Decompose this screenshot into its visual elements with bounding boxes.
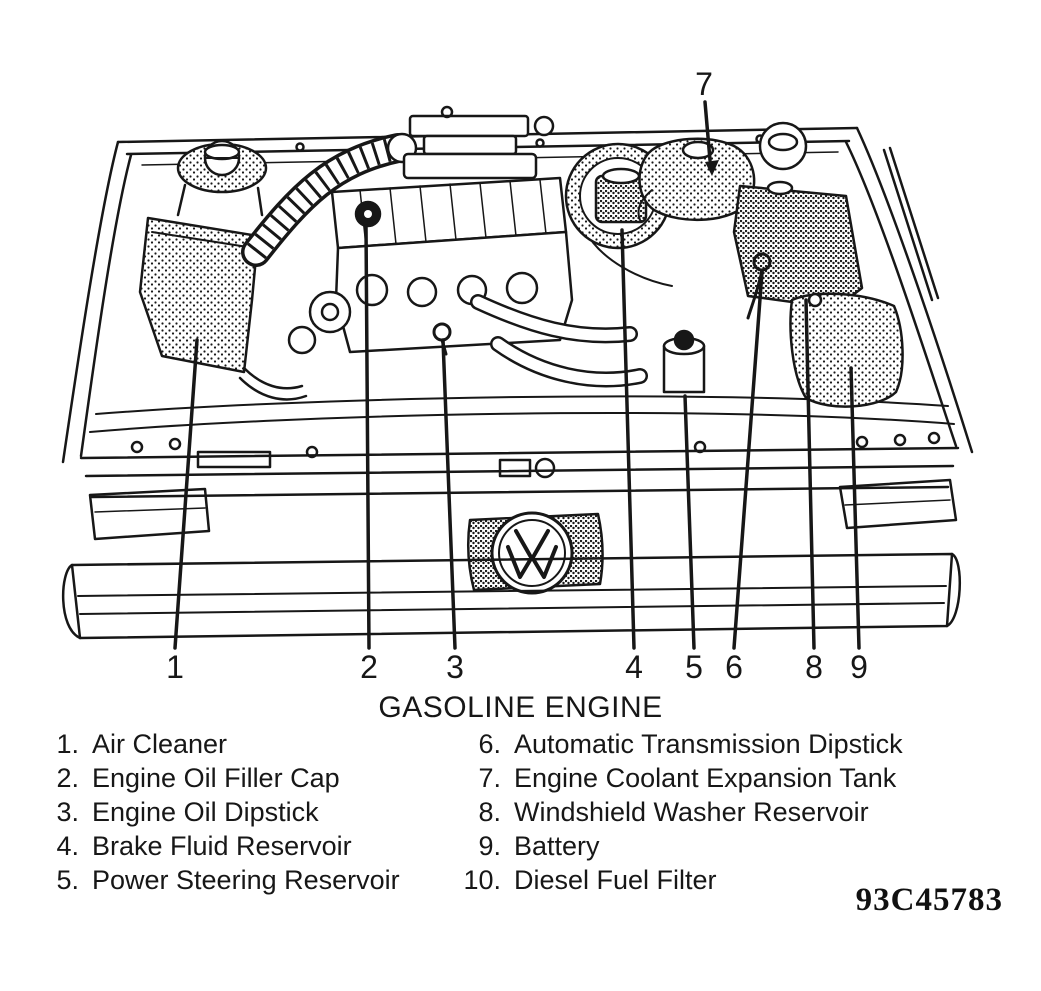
legend-item-label: Engine Coolant Expansion Tank xyxy=(514,763,897,793)
legend-item-10: 10. Diesel Fuel Filter xyxy=(462,865,1037,899)
diagram-caption: GASOLINE ENGINE xyxy=(378,691,663,724)
callout-number-8: 8 xyxy=(805,649,823,685)
engine-assembly xyxy=(287,105,673,388)
legend-item-7: 7. Engine Coolant Expansion Tank xyxy=(462,763,1037,797)
legend-item-3: 3. Engine Oil Dipstick xyxy=(40,797,470,831)
leader-line-4 xyxy=(620,228,636,650)
battery xyxy=(789,292,904,408)
leader-arrow-7 xyxy=(703,100,712,162)
callout-number-9: 9 xyxy=(850,649,868,685)
legend-item-1: 1. Air Cleaner xyxy=(40,729,470,763)
legend-item-number: 2. xyxy=(56,763,79,793)
alternator xyxy=(287,325,317,355)
legend-item-number: 10. xyxy=(463,865,501,895)
headlight-left xyxy=(88,487,211,541)
legend-item-number: 9. xyxy=(478,831,501,861)
leader-line-1 xyxy=(173,338,199,650)
headlight-right xyxy=(838,478,958,530)
legend-item-label: Air Cleaner xyxy=(92,729,228,759)
callout-leader-lines xyxy=(173,100,861,650)
legend-item-number: 4. xyxy=(56,831,79,861)
legend-item-number: 8. xyxy=(478,797,501,827)
belt-pulley xyxy=(308,290,352,334)
vw-emblem xyxy=(490,511,574,595)
figure-code: 93C45783 xyxy=(855,882,1003,918)
legend-item-label: Diesel Fuel Filter xyxy=(514,865,717,895)
callout-number-1: 1 xyxy=(166,649,184,685)
support-vent xyxy=(196,450,272,469)
legend-item-label: Windshield Washer Reservoir xyxy=(514,797,869,827)
legend-item-label: Brake Fluid Reservoir xyxy=(92,831,352,861)
legend-item-label: Battery xyxy=(514,831,600,861)
callout-number-6: 6 xyxy=(725,649,743,685)
power-steering-reservoir xyxy=(662,329,706,394)
callout-number-7: 7 xyxy=(695,66,713,102)
filler-cap-right xyxy=(758,121,808,171)
callout-number-2: 2 xyxy=(360,649,378,685)
legend-item-label: Power Steering Reservoir xyxy=(92,865,400,895)
legend-item-number: 6. xyxy=(478,729,501,759)
callout-numbers: 1 2 3 4 5 6 7 8 9 xyxy=(166,66,868,685)
radiator-cap-tower xyxy=(176,139,268,217)
windshield-washer-reservoir xyxy=(732,180,864,310)
front-bumper xyxy=(62,552,961,640)
leader-line-8 xyxy=(804,298,816,650)
legend-item-number: 7. xyxy=(478,763,501,793)
legend-item-6: 6. Automatic Transmission Dipstick xyxy=(462,729,1037,763)
hood-latch xyxy=(534,457,556,479)
leader-line-2 xyxy=(364,224,371,650)
legend-item-number: 5. xyxy=(56,865,79,895)
legend-item-2: 2. Engine Oil Filler Cap xyxy=(40,763,470,797)
legend-item-9: 9. Battery xyxy=(462,831,1037,865)
leader-line-6 xyxy=(732,270,764,650)
leader-line-9 xyxy=(849,366,861,650)
intake-hose xyxy=(241,132,418,267)
leader-arrowhead-7 xyxy=(705,160,719,176)
legend-item-label: Engine Oil Filler Cap xyxy=(92,763,340,793)
air-cleaner xyxy=(138,216,308,401)
legend-item-4: 4. Brake Fluid Reservoir xyxy=(40,831,470,865)
legend-item-5: 5. Power Steering Reservoir xyxy=(40,865,470,899)
callout-number-4: 4 xyxy=(625,649,643,685)
legend-item-label: Engine Oil Dipstick xyxy=(92,797,319,827)
legend-item-label: Automatic Transmission Dipstick xyxy=(514,729,903,759)
callout-number-5: 5 xyxy=(685,649,703,685)
leader-line-3 xyxy=(441,338,457,650)
legend-item-number: 3. xyxy=(56,797,79,827)
engine-compartment-diagram: 1 2 3 4 5 6 7 8 9 xyxy=(61,66,974,685)
callout-number-3: 3 xyxy=(446,649,464,685)
legend-left-column: 1. Air Cleaner 2. Engine Oil Filler Cap … xyxy=(40,729,470,899)
leader-line-5 xyxy=(683,394,696,650)
legend-item-8: 8. Windshield Washer Reservoir xyxy=(462,797,1037,831)
legend-right-column: 6. Automatic Transmission Dipstick 7. En… xyxy=(462,729,1037,899)
legend-item-number: 1. xyxy=(56,729,79,759)
hood-prop-rod xyxy=(882,148,934,302)
